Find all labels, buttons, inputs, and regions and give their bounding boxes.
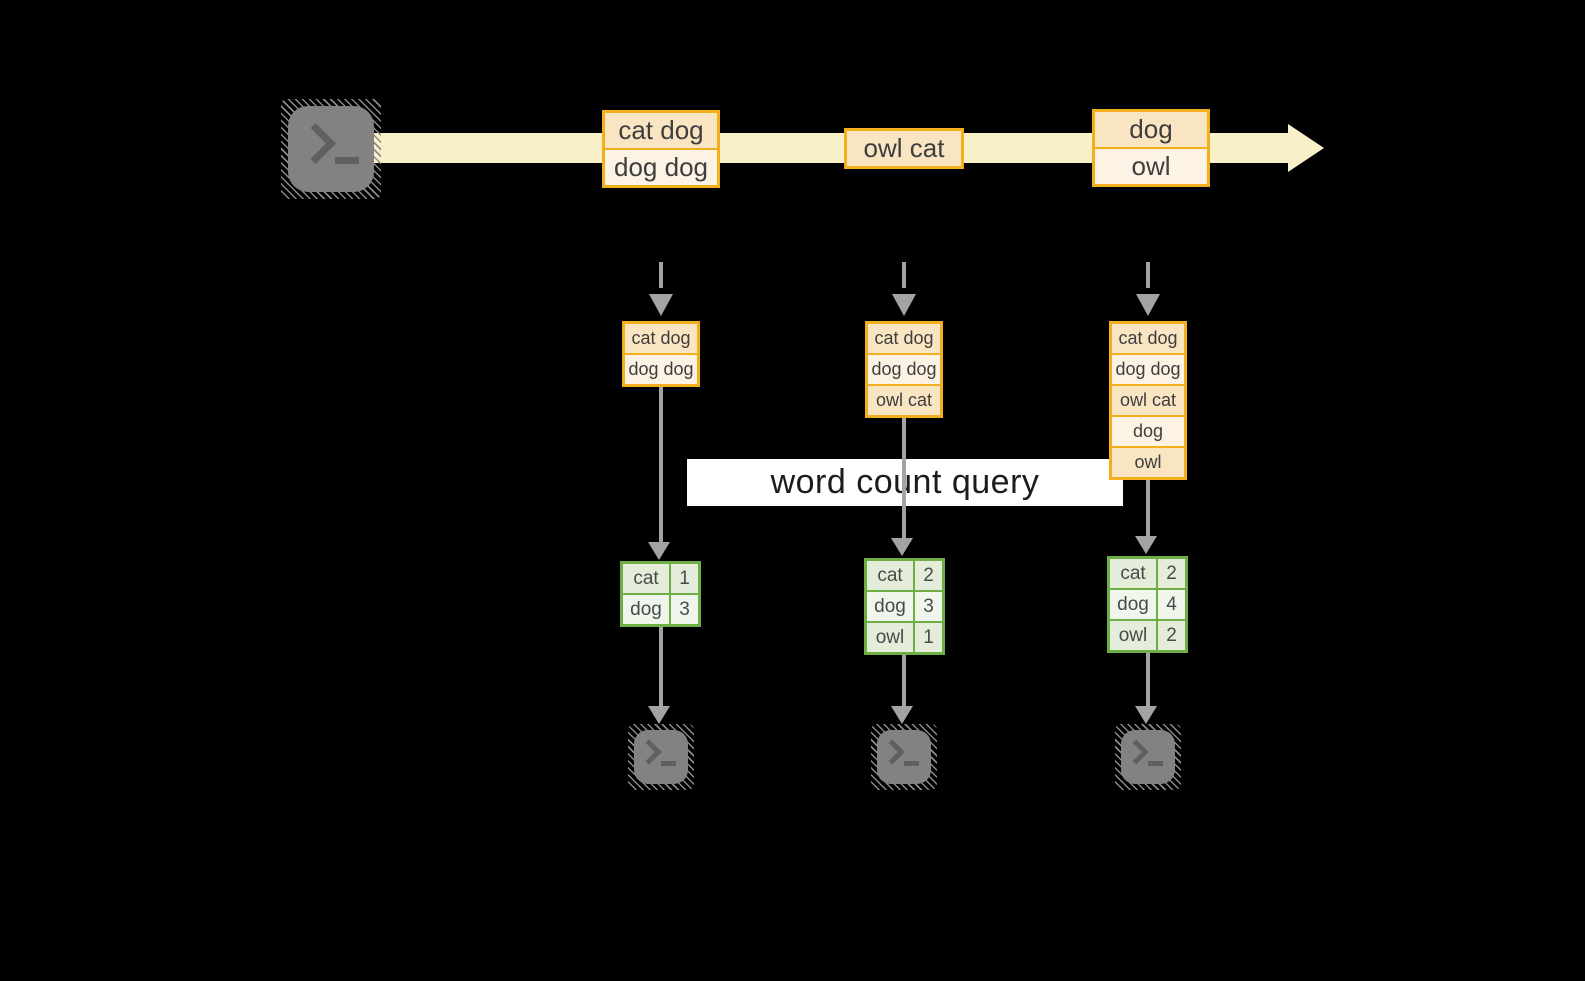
state-snapshot-1: cat dog dog dog bbox=[622, 321, 700, 387]
batch-line: owl cat bbox=[847, 131, 961, 166]
stream-batch-2: owl cat bbox=[844, 128, 964, 169]
prompt-underscore-icon bbox=[1148, 761, 1163, 766]
state-line: dog dog bbox=[1112, 355, 1184, 384]
terminal-body bbox=[634, 730, 688, 784]
source-terminal-icon bbox=[281, 99, 381, 199]
connector-arrow-head-icon bbox=[891, 706, 913, 724]
word-cell: cat bbox=[867, 561, 913, 590]
terminal-body bbox=[877, 730, 931, 784]
word-cell: cat bbox=[623, 564, 669, 593]
connector-line bbox=[902, 416, 906, 538]
connector-arrow-head-icon bbox=[1135, 536, 1157, 554]
word-cell: cat bbox=[1110, 559, 1156, 588]
count-cell: 2 bbox=[1158, 559, 1185, 588]
result-table-2: cat 2 dog 3 owl 1 bbox=[864, 558, 945, 655]
count-cell: 2 bbox=[1158, 621, 1185, 650]
terminal-body bbox=[1121, 730, 1175, 784]
dashed-arrow-head-icon bbox=[892, 294, 916, 316]
prompt-underscore-icon bbox=[904, 761, 919, 766]
connector-line bbox=[902, 655, 906, 706]
state-line: cat dog bbox=[625, 324, 697, 353]
state-line: cat dog bbox=[868, 324, 940, 353]
connector-line bbox=[659, 627, 663, 706]
dashed-arrow-line bbox=[659, 262, 663, 288]
batch-line: cat dog bbox=[605, 113, 717, 148]
dashed-arrow-head-icon bbox=[649, 294, 673, 316]
state-snapshot-3: cat dog dog dog owl cat dog owl bbox=[1109, 321, 1187, 480]
sink-terminal-icon bbox=[628, 724, 694, 790]
stream-batch-3: dog owl bbox=[1092, 109, 1210, 187]
result-table-1: cat 1 dog 3 bbox=[620, 561, 701, 627]
state-line: dog bbox=[1112, 417, 1184, 446]
state-snapshot-2: cat dog dog dog owl cat bbox=[865, 321, 943, 418]
count-cell: 4 bbox=[1158, 590, 1185, 619]
connector-arrow-head-icon bbox=[1135, 706, 1157, 724]
state-line: owl cat bbox=[868, 386, 940, 415]
batch-line: owl bbox=[1095, 149, 1207, 184]
count-cell: 2 bbox=[915, 561, 942, 590]
state-line: owl bbox=[1112, 448, 1184, 477]
sink-terminal-icon bbox=[1115, 724, 1181, 790]
count-cell: 3 bbox=[671, 595, 698, 624]
stream-batch-1: cat dog dog dog bbox=[602, 110, 720, 188]
dashed-arrow-head-icon bbox=[1136, 294, 1160, 316]
word-cell: owl bbox=[867, 623, 913, 652]
state-line: dog dog bbox=[868, 355, 940, 384]
state-line: dog dog bbox=[625, 355, 697, 384]
state-line: owl cat bbox=[1112, 386, 1184, 415]
connector-line bbox=[659, 385, 663, 542]
word-cell: owl bbox=[1110, 621, 1156, 650]
count-cell: 1 bbox=[915, 623, 942, 652]
prompt-underscore-icon bbox=[335, 157, 359, 164]
word-cell: dog bbox=[623, 595, 669, 624]
result-table-3: cat 2 dog 4 owl 2 bbox=[1107, 556, 1188, 653]
connector-line bbox=[1146, 478, 1150, 536]
prompt-underscore-icon bbox=[661, 761, 676, 766]
sink-terminal-icon bbox=[871, 724, 937, 790]
connector-arrow-head-icon bbox=[891, 538, 913, 556]
dashed-arrow-line bbox=[902, 262, 906, 288]
terminal-body bbox=[288, 106, 374, 192]
stream-arrow-head-icon bbox=[1288, 124, 1324, 172]
batch-line: dog bbox=[1095, 112, 1207, 147]
count-cell: 3 bbox=[915, 592, 942, 621]
dashed-arrow-line bbox=[1146, 262, 1150, 288]
connector-arrow-head-icon bbox=[648, 706, 670, 724]
connector-line bbox=[1146, 653, 1150, 706]
connector-arrow-head-icon bbox=[648, 542, 670, 560]
batch-line: dog dog bbox=[605, 150, 717, 185]
count-cell: 1 bbox=[671, 564, 698, 593]
state-line: cat dog bbox=[1112, 324, 1184, 353]
word-cell: dog bbox=[1110, 590, 1156, 619]
word-cell: dog bbox=[867, 592, 913, 621]
